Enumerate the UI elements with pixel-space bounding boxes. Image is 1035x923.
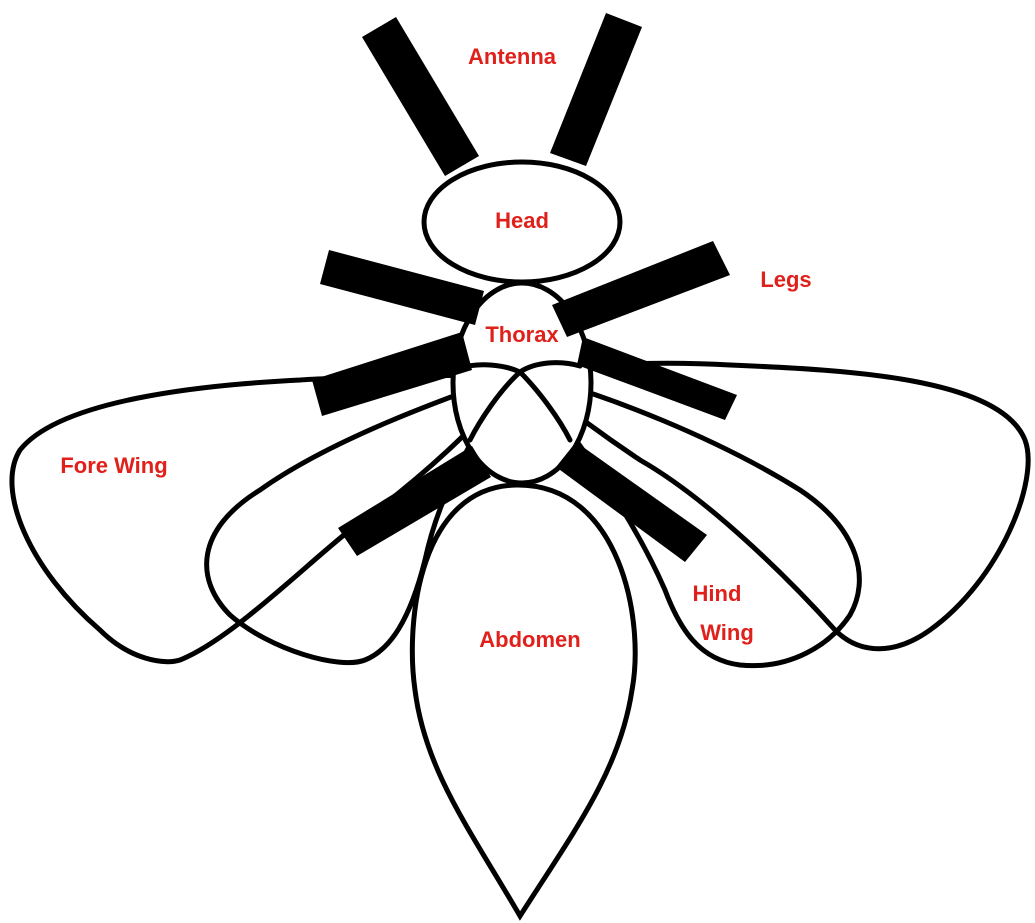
right-middle-leg [577, 337, 737, 420]
legs-label: Legs [760, 267, 811, 292]
left-antenna [362, 17, 479, 176]
antenna-label: Antenna [468, 44, 557, 69]
right-antenna [550, 13, 642, 166]
abdomen-label: Abdomen [479, 627, 580, 652]
abdomen-shape [412, 485, 635, 916]
hind-wing-label-line2: Wing [700, 620, 754, 645]
left-middle-leg [312, 332, 472, 416]
head-label: Head [495, 208, 549, 233]
hind-wing-label-line1: Hind [693, 581, 742, 606]
fore-wing-label: Fore Wing [60, 453, 167, 478]
thorax-label: Thorax [485, 322, 559, 347]
